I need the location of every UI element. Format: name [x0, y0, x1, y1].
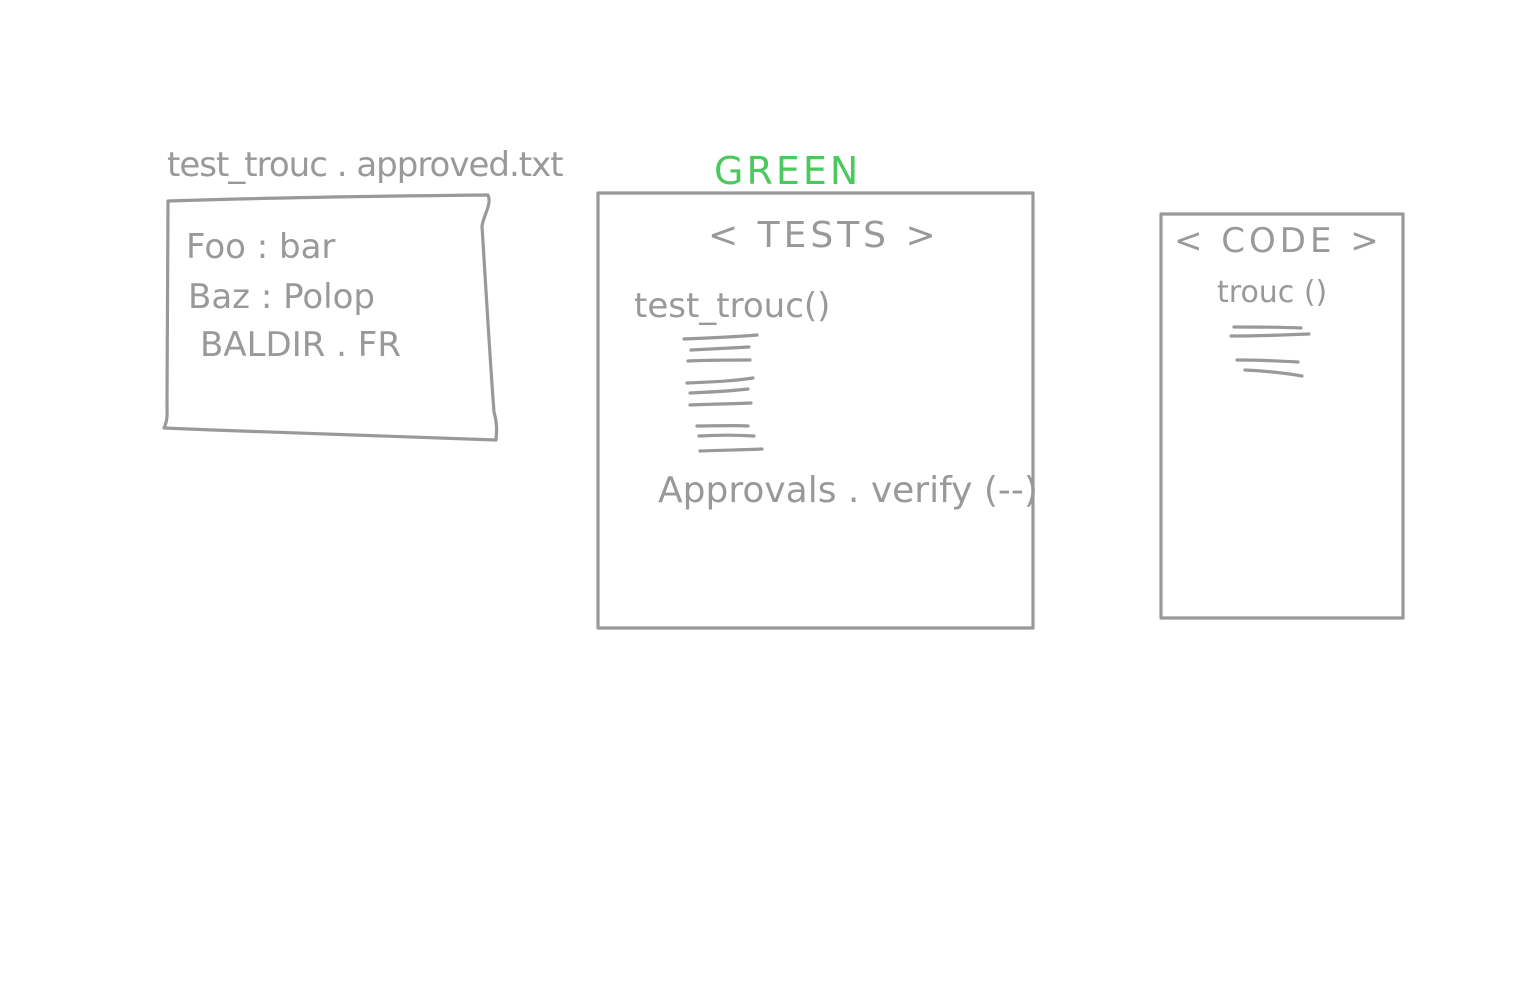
tests-panel-title: < TESTS > [708, 215, 940, 256]
test-body-lines [682, 333, 764, 453]
code-function-name: trouc () [1217, 275, 1327, 310]
approved-file-line-1: Foo : bar [186, 227, 335, 267]
code-body-lines [1229, 325, 1311, 378]
test-function-name: test_trouc() [634, 286, 830, 326]
code-panel-title: < CODE > [1174, 221, 1383, 261]
tests-panel: GREEN < TESTS > test_trouc() Approvals .… [596, 149, 1038, 630]
status-label-green: GREEN [714, 149, 861, 193]
approved-file-name: test_trouc . approved.txt [167, 145, 563, 185]
code-panel: < CODE > trouc () [1159, 212, 1405, 620]
approved-file-line-3: BALDIR . FR [200, 325, 401, 365]
approved-file-group: test_trouc . approved.txt Foo : bar Baz … [162, 145, 564, 442]
approved-file-box [162, 193, 499, 442]
approved-file-line-2: Baz : Polop [188, 277, 375, 317]
approvals-verify-call: Approvals . verify (--) [658, 470, 1038, 511]
code-panel-box [1159, 212, 1405, 620]
tests-panel-box [596, 191, 1035, 630]
